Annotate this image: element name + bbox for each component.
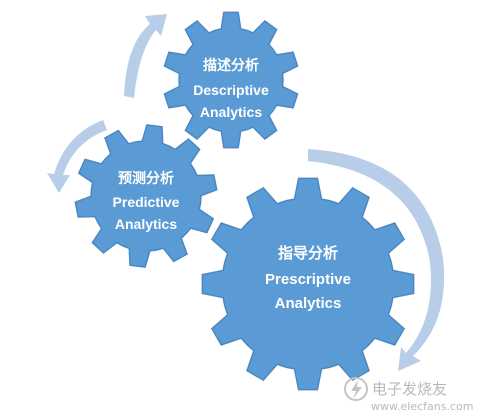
gear-descriptive-title-en-1: Descriptive	[193, 82, 269, 98]
gear-prescriptive: 指导分析 Prescriptive Analytics	[201, 177, 415, 391]
arrow-top-curve	[124, 14, 167, 98]
watermark: 电子发烧友 www.elecfans.com	[344, 377, 473, 413]
arrow-right-curve	[308, 149, 445, 371]
watermark-brand: 电子发烧友	[372, 380, 447, 398]
gear-predictive-title-en-1: Predictive	[113, 194, 180, 210]
gear-prescriptive-title-zh: 指导分析	[278, 244, 338, 262]
lightning-bolt-glyph	[351, 380, 362, 399]
lightning-badge-icon	[344, 377, 368, 401]
gear-descriptive-title-en-2: Analytics	[200, 104, 262, 120]
watermark-url: www.elecfans.com	[371, 400, 473, 413]
gear-prescriptive-title-en-1: Prescriptive	[265, 271, 351, 288]
gear-descriptive: 描述分析 Descriptive Analytics	[163, 11, 299, 149]
gear-predictive-title-zh: 预测分析	[118, 170, 174, 186]
arrow-left-curve	[47, 120, 107, 193]
gear-predictive-title-en-2: Analytics	[115, 216, 177, 232]
gear-prescriptive-title-en-2: Analytics	[275, 295, 342, 312]
gear-predictive: 预测分析 Predictive Analytics	[74, 124, 218, 268]
gear-predictive-shape	[74, 124, 218, 268]
gear-descriptive-shape	[163, 11, 299, 149]
gear-descriptive-title-zh: 描述分析	[203, 57, 259, 73]
gear-prescriptive-shape	[201, 177, 415, 391]
